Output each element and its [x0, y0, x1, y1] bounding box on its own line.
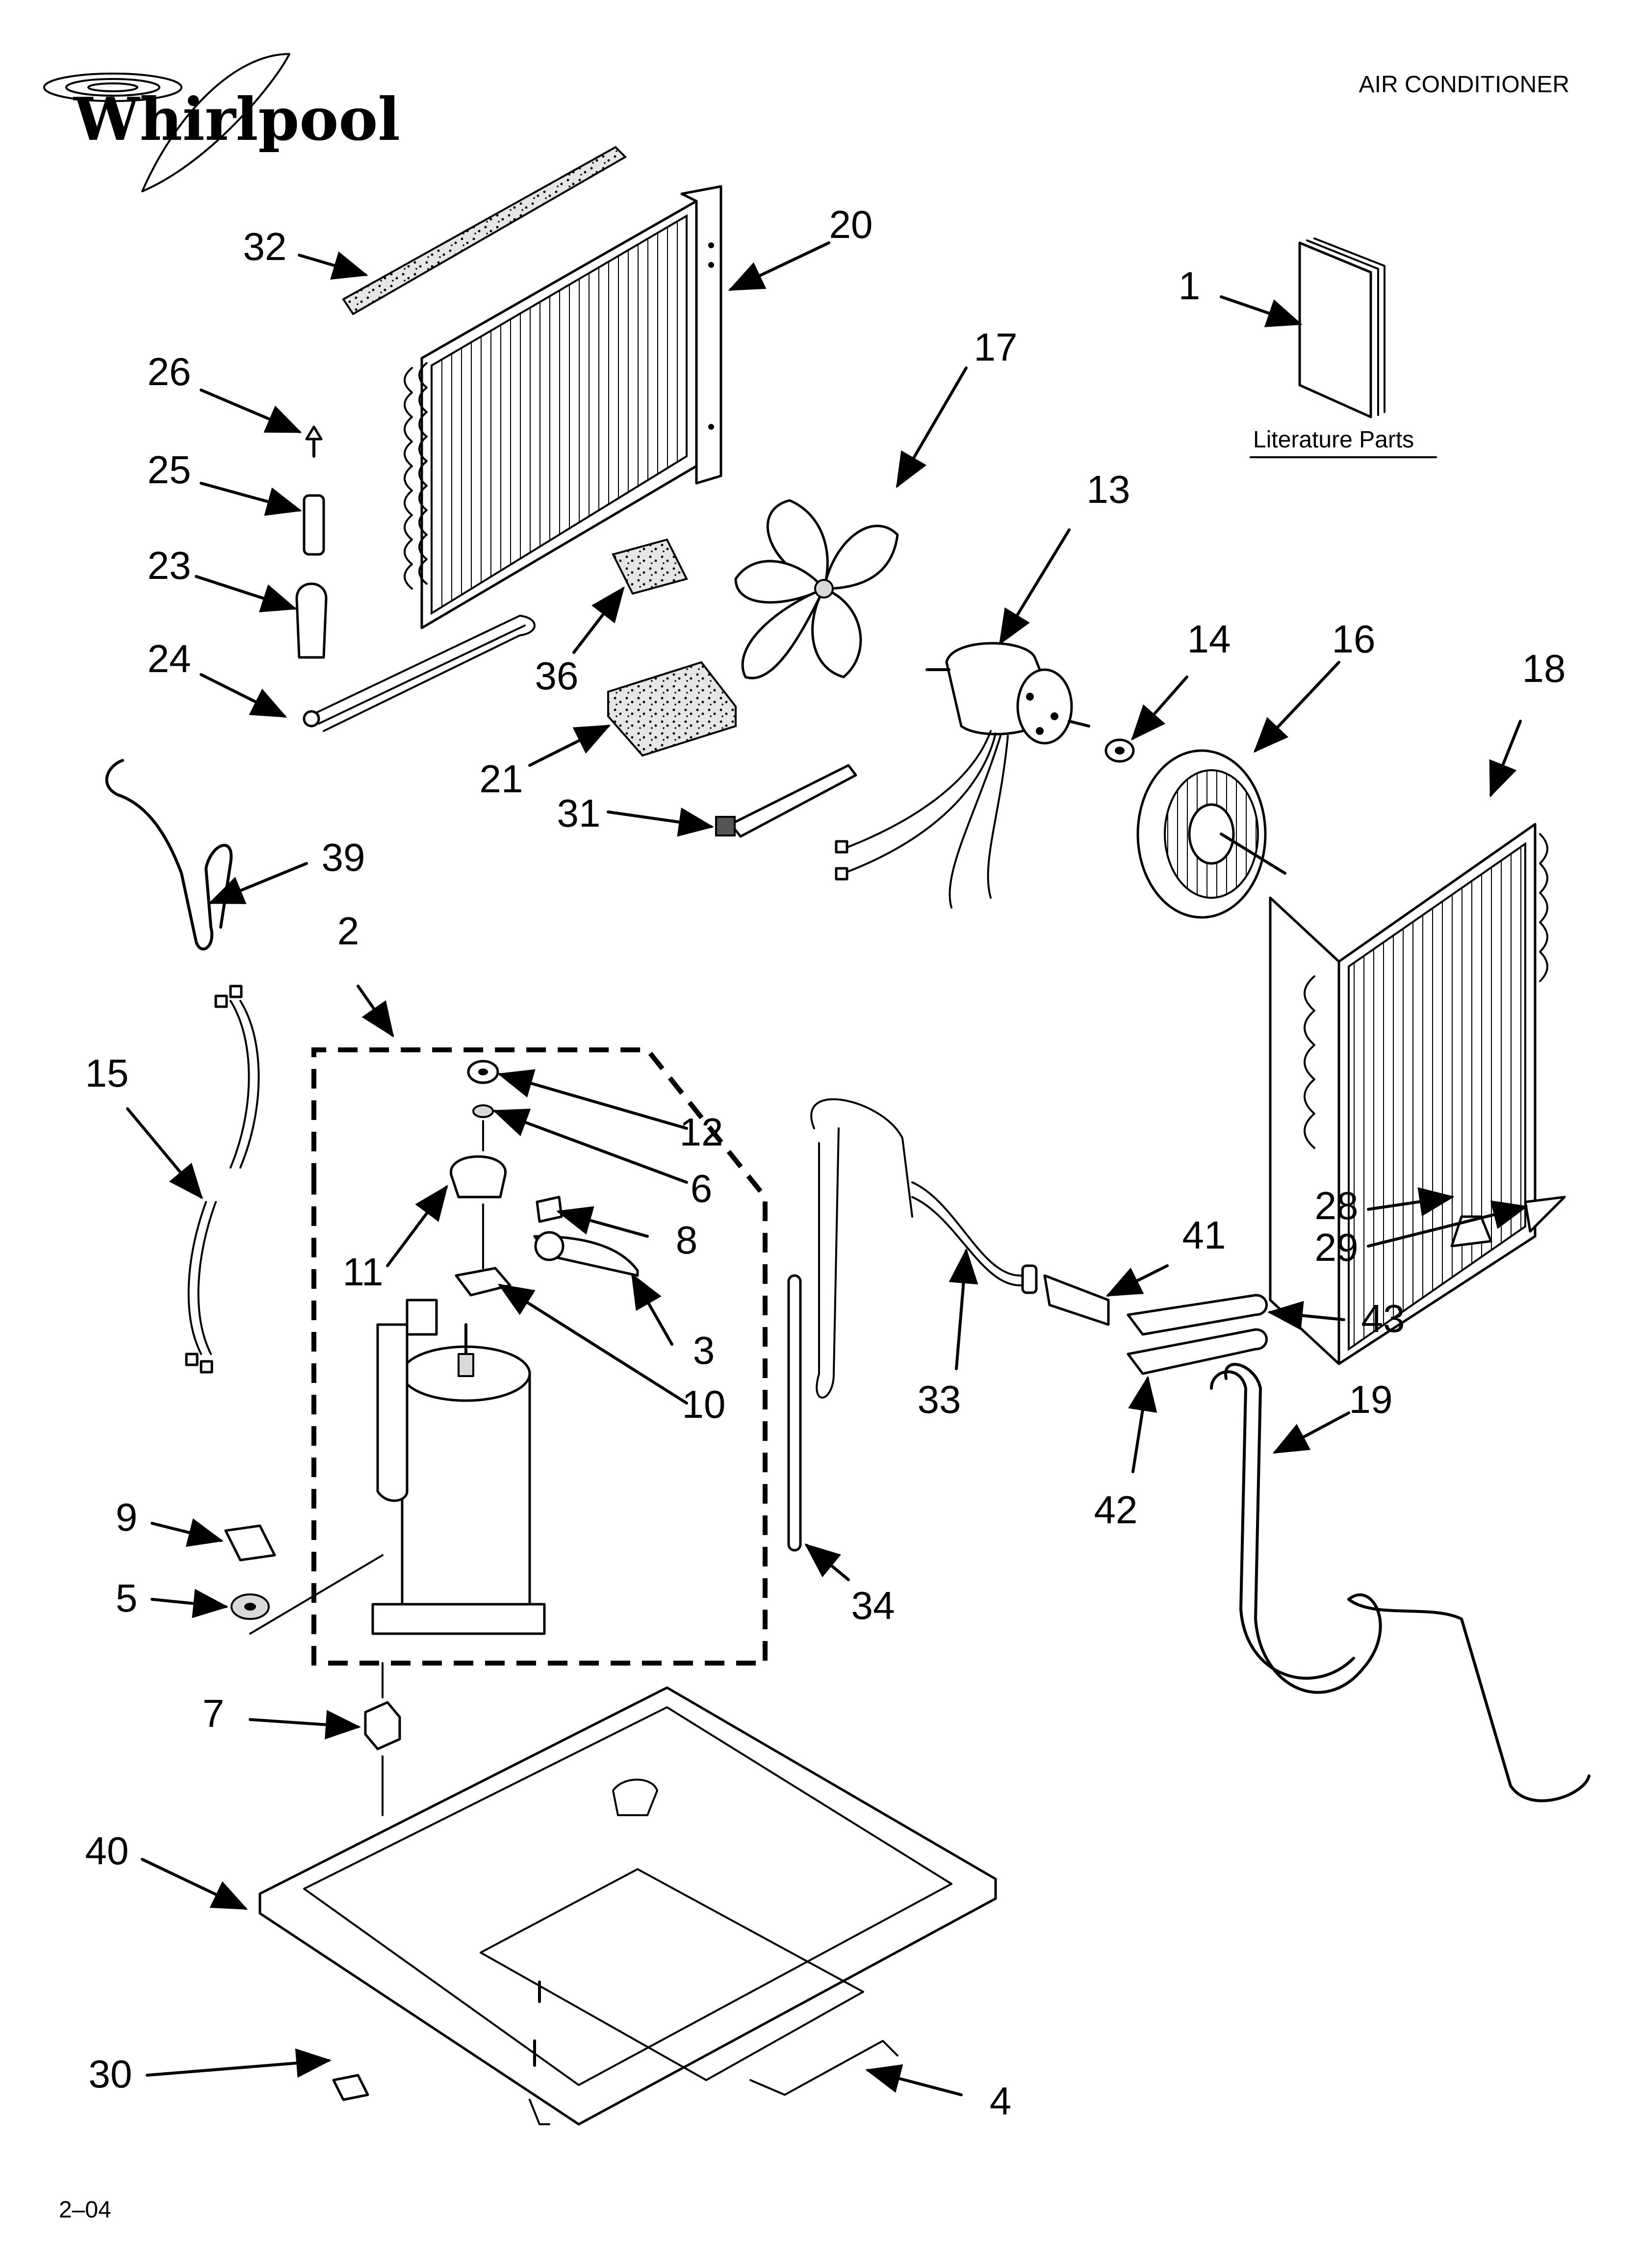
callout-14: 14	[1187, 617, 1231, 661]
blower-wheel	[1136, 749, 1286, 919]
base-clip	[332, 2074, 369, 2101]
condenser-coil	[404, 185, 722, 629]
callout-34: 34	[851, 1584, 895, 1627]
callout-24: 24	[148, 637, 191, 680]
mounting-hook	[105, 759, 233, 951]
callout-8: 8	[676, 1218, 698, 1262]
screw	[1524, 1196, 1566, 1233]
brand-name: Whirlpool	[73, 85, 400, 154]
callout-1: 1	[1179, 264, 1201, 308]
callout-40: 40	[85, 1829, 129, 1873]
compressor-mounts	[224, 1524, 401, 1816]
evaporator-coil	[1269, 823, 1548, 1365]
callout-20: 20	[829, 203, 873, 246]
callout-10: 10	[682, 1382, 726, 1426]
footer-code: 2–04	[59, 2197, 111, 2223]
callout-18: 18	[1522, 647, 1566, 690]
callout-7: 7	[203, 1692, 225, 1735]
callout-23: 23	[148, 544, 191, 587]
callout-11: 11	[342, 1250, 383, 1294]
callout-43: 43	[1361, 1297, 1405, 1340]
callout-9: 9	[116, 1495, 138, 1539]
callout-2: 2	[337, 909, 359, 953]
motor-nut	[1104, 738, 1135, 763]
wire-harness	[185, 985, 260, 1374]
callout-33: 33	[918, 1378, 961, 1421]
refrigerant-tubes	[1127, 1294, 1268, 1375]
callout-31: 31	[557, 791, 601, 835]
callout-21: 21	[480, 757, 523, 801]
compressor	[371, 1299, 546, 1635]
compressor-kit-outline	[311, 1047, 768, 1666]
front-panel-trim	[1224, 1363, 1591, 1802]
fan-motor	[835, 642, 1090, 909]
callout-29: 29	[1315, 1225, 1359, 1269]
callout-4: 4	[990, 2079, 1012, 2123]
literature-booklet	[1298, 237, 1385, 418]
callout-26: 26	[148, 350, 191, 393]
front-panel-trim-inner	[1210, 1370, 1355, 1680]
fan-blade	[734, 499, 899, 679]
suction-tube	[810, 1098, 1110, 1399]
foam-filter	[607, 661, 737, 757]
callout-12: 12	[680, 1110, 723, 1154]
callout-28: 28	[1315, 1184, 1359, 1227]
literature-label: Literature Parts	[1253, 427, 1414, 453]
cable-tie	[715, 764, 857, 838]
foam-block-small	[612, 538, 688, 595]
callout-39: 39	[322, 835, 365, 879]
callout-6: 6	[691, 1167, 713, 1210]
callout-15: 15	[85, 1051, 129, 1095]
drain-tube	[787, 1274, 802, 1552]
page-title: AIR CONDITIONER	[1359, 72, 1569, 98]
compressor-hardware	[450, 1060, 639, 1297]
callout-30: 30	[89, 2052, 132, 2096]
leader-lines	[126, 241, 1528, 2096]
callout-19: 19	[1349, 1378, 1393, 1421]
callout-42: 42	[1094, 1488, 1138, 1532]
callout-13: 13	[1087, 468, 1130, 511]
foam-strip	[342, 146, 627, 315]
callout-5: 5	[116, 1576, 138, 1620]
callout-25: 25	[148, 448, 191, 492]
callout-16: 16	[1332, 617, 1376, 661]
callout-3: 3	[693, 1329, 715, 1372]
callout-32: 32	[243, 225, 287, 268]
callout-36: 36	[535, 654, 579, 698]
callout-numbers: 1 2 3 4 5 6 7 8 9 10 11 12 13 14 15 16 1…	[85, 203, 1566, 2123]
callout-17: 17	[974, 325, 1018, 369]
callout-41: 41	[1182, 1213, 1226, 1257]
base-pan	[258, 1686, 997, 2126]
capillary-tube-assembly	[295, 425, 536, 732]
whirlpool-logo: Whirlpool	[43, 53, 400, 192]
